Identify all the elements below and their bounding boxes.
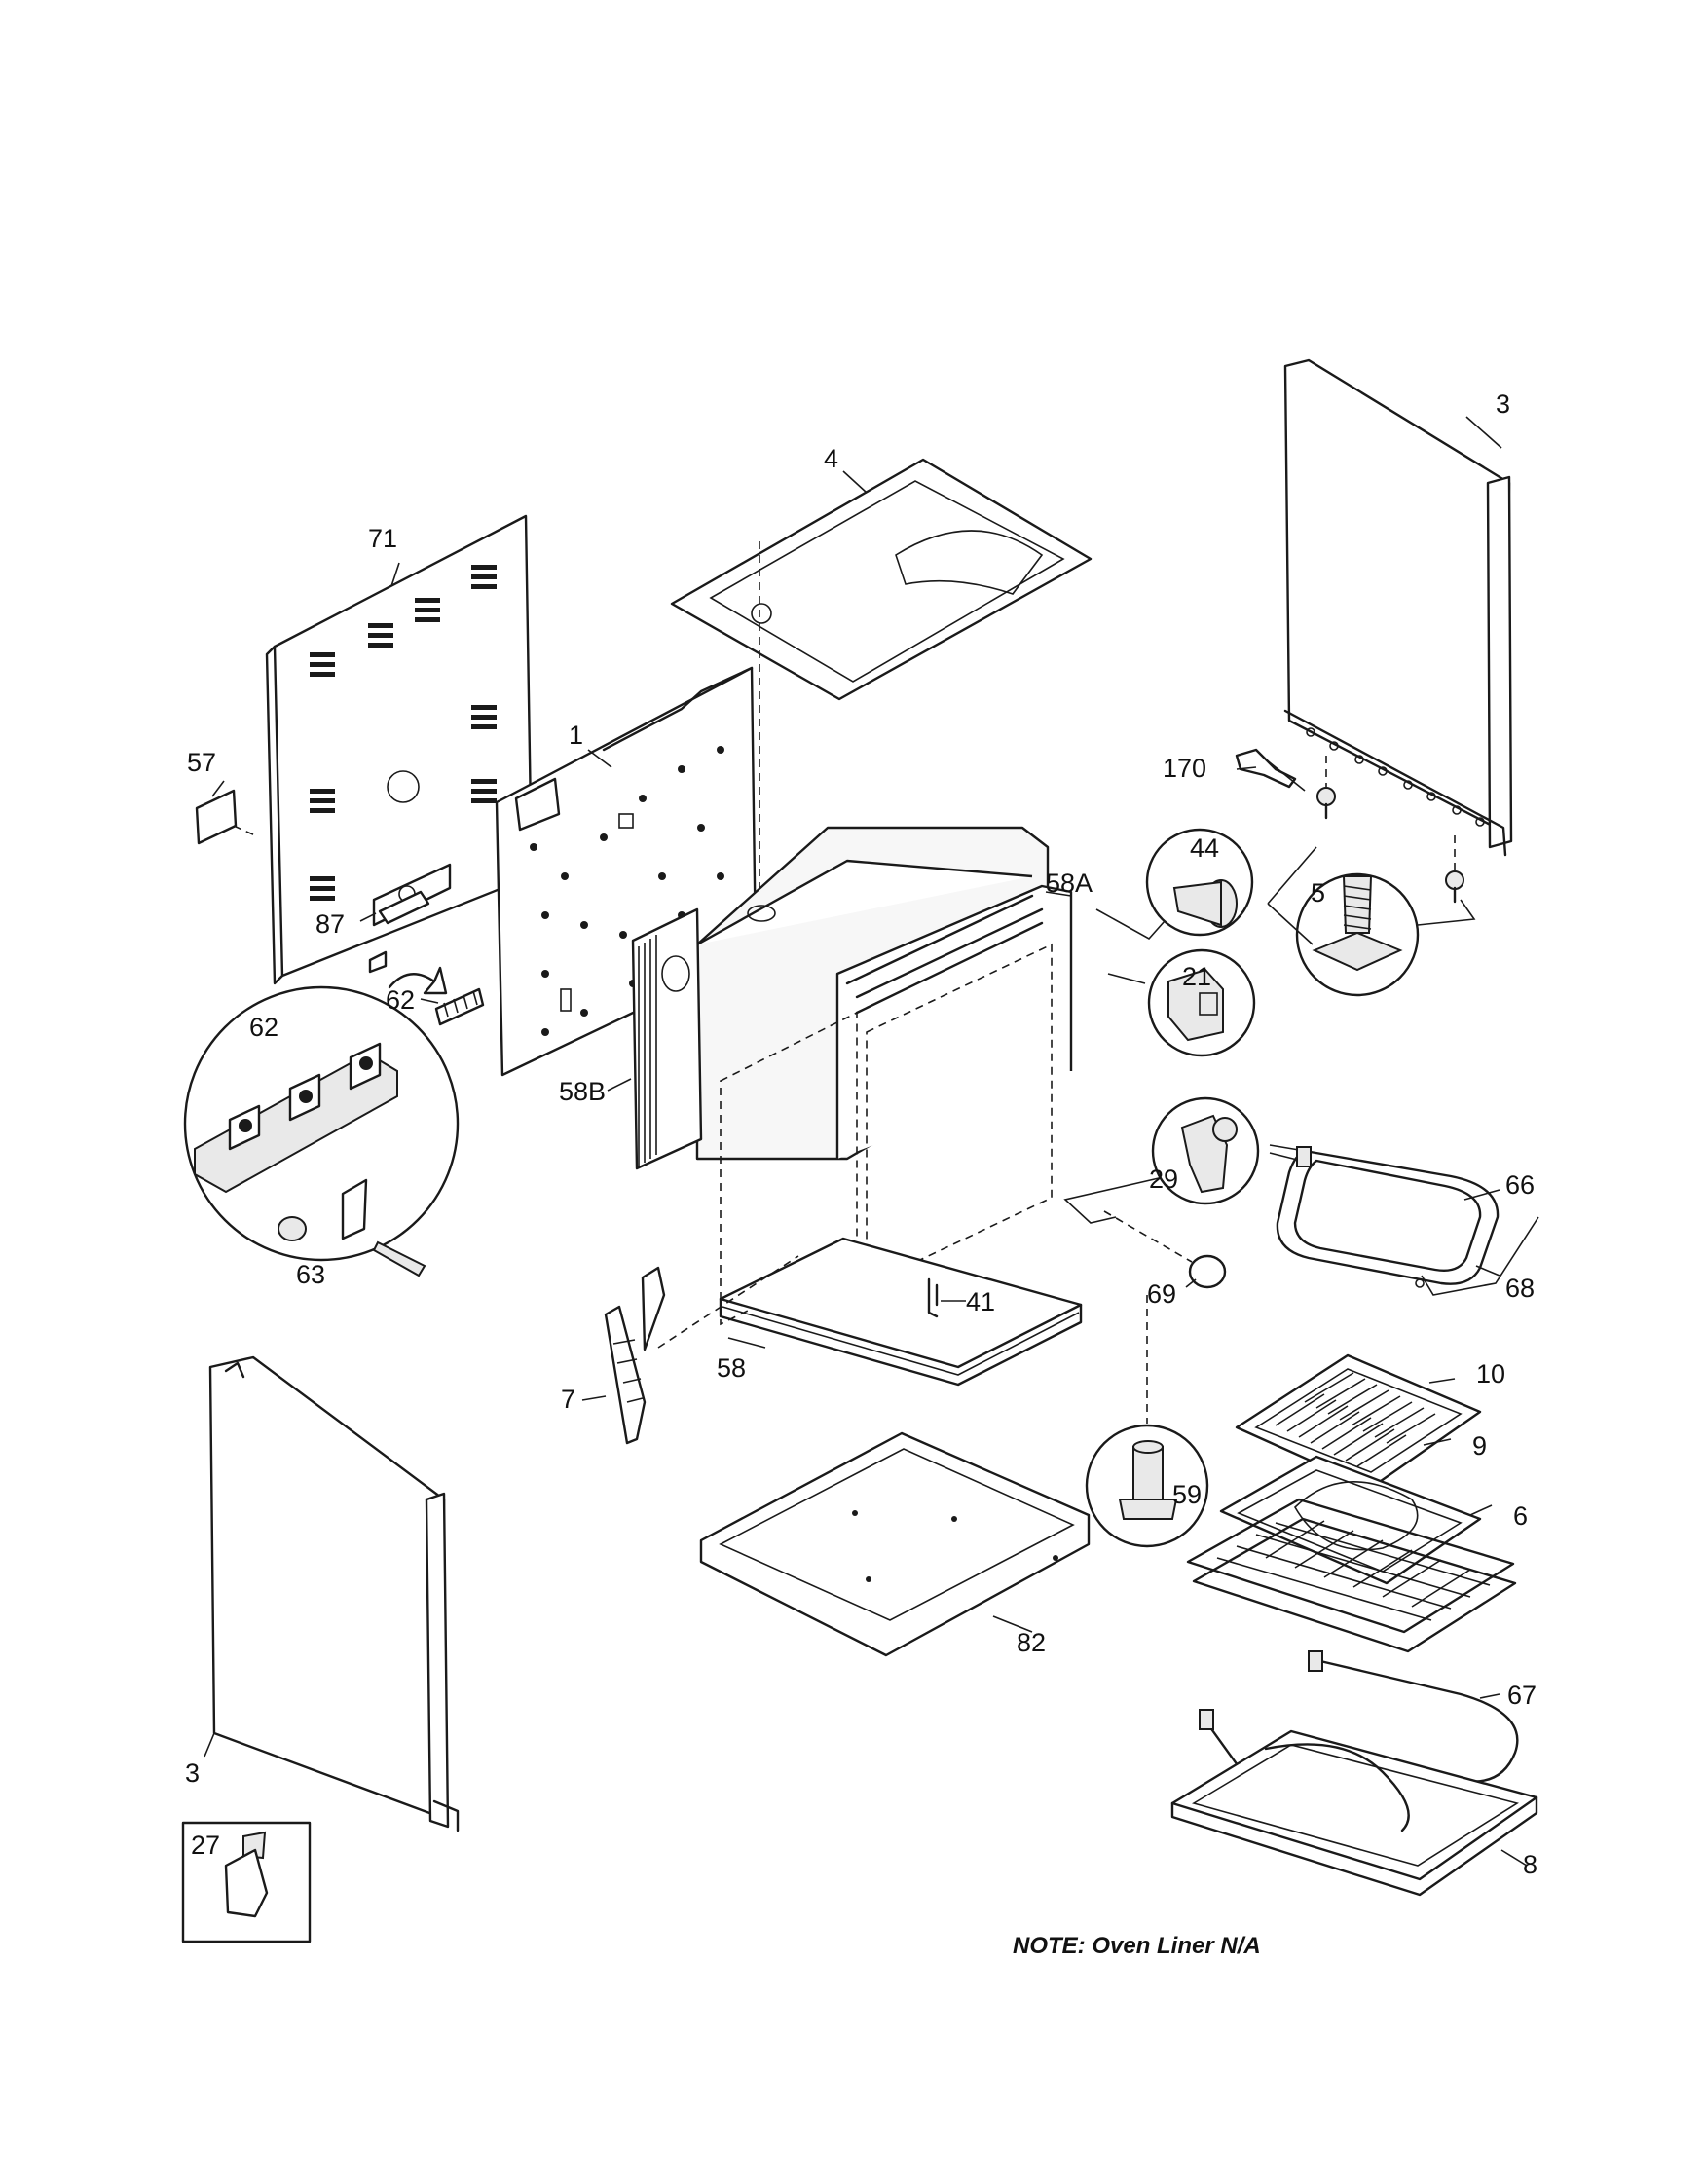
part-58-bottom-insulation bbox=[719, 1237, 1083, 1387]
label-58A: 58A bbox=[1046, 869, 1093, 898]
part-87-bracket bbox=[378, 890, 430, 925]
label-9: 9 bbox=[1472, 1431, 1487, 1461]
label-62-detail: 62 bbox=[249, 1013, 278, 1042]
label-68: 68 bbox=[1505, 1274, 1535, 1303]
label-87: 87 bbox=[315, 909, 345, 939]
label-27: 27 bbox=[191, 1831, 220, 1860]
callout-62-63 bbox=[183, 966, 460, 1277]
label-21: 21 bbox=[1182, 962, 1211, 991]
label-69: 69 bbox=[1147, 1279, 1176, 1309]
part-3-side-panel-right bbox=[1283, 358, 1513, 857]
label-6: 6 bbox=[1513, 1501, 1528, 1531]
label-41: 41 bbox=[966, 1287, 995, 1316]
part-41-clip bbox=[927, 1277, 966, 1318]
part-3-side-panel-left bbox=[208, 1355, 460, 1832]
callout-29 bbox=[1063, 1096, 1260, 1263]
label-3-left: 3 bbox=[185, 1758, 200, 1788]
label-71: 71 bbox=[368, 524, 397, 553]
part-labels: 71 57 87 62 62 63 1 4 3 170 44 5 58A 21 … bbox=[185, 389, 1537, 1879]
callout-58A-leader bbox=[1095, 908, 1166, 941]
label-57: 57 bbox=[187, 748, 216, 777]
leveling-screws bbox=[1316, 756, 1464, 904]
part-57-plate bbox=[195, 789, 256, 845]
label-58: 58 bbox=[717, 1353, 746, 1383]
callout-5 bbox=[1267, 846, 1476, 997]
label-63: 63 bbox=[296, 1260, 325, 1289]
label-44: 44 bbox=[1190, 833, 1219, 863]
label-1: 1 bbox=[569, 721, 583, 750]
label-29: 29 bbox=[1149, 1165, 1178, 1194]
part-27-box bbox=[181, 1821, 312, 1943]
label-82: 82 bbox=[1017, 1628, 1046, 1657]
label-67: 67 bbox=[1507, 1681, 1537, 1710]
label-66: 66 bbox=[1505, 1170, 1535, 1200]
part-82-bottom-panel bbox=[699, 1431, 1091, 1657]
part-10-broiler-grid bbox=[1235, 1353, 1482, 1490]
label-3-right: 3 bbox=[1496, 389, 1510, 419]
label-4: 4 bbox=[824, 444, 838, 473]
part-4-top-panel bbox=[670, 458, 1093, 906]
label-59: 59 bbox=[1172, 1480, 1202, 1509]
part-6-oven-rack bbox=[1186, 1498, 1517, 1653]
label-7: 7 bbox=[561, 1385, 575, 1414]
label-170: 170 bbox=[1163, 754, 1206, 783]
oven-cavity bbox=[631, 826, 1073, 1326]
label-8: 8 bbox=[1523, 1850, 1537, 1879]
label-58B: 58B bbox=[559, 1077, 606, 1106]
part-68-bracket bbox=[1415, 1216, 1539, 1296]
part-62-terminal-block bbox=[434, 987, 485, 1026]
callout-59 bbox=[1085, 1295, 1209, 1548]
part-9-broiler-pan bbox=[1219, 1455, 1482, 1585]
part-170-bracket bbox=[1235, 748, 1306, 792]
label-10: 10 bbox=[1476, 1359, 1505, 1388]
callout-21 bbox=[1107, 948, 1256, 1057]
part-69-cap bbox=[1188, 1254, 1227, 1289]
part-8-oven-bottom bbox=[1170, 1729, 1538, 1897]
note-oven-liner: NOTE: Oven Liner N/A bbox=[1013, 1933, 1261, 1959]
callout-44 bbox=[1145, 828, 1254, 937]
part-66-broil-element bbox=[1269, 1144, 1500, 1285]
label-62: 62 bbox=[386, 985, 415, 1015]
leader-lines bbox=[204, 416, 1528, 1867]
part-7-hinge bbox=[604, 1255, 799, 1445]
label-5: 5 bbox=[1311, 878, 1325, 907]
